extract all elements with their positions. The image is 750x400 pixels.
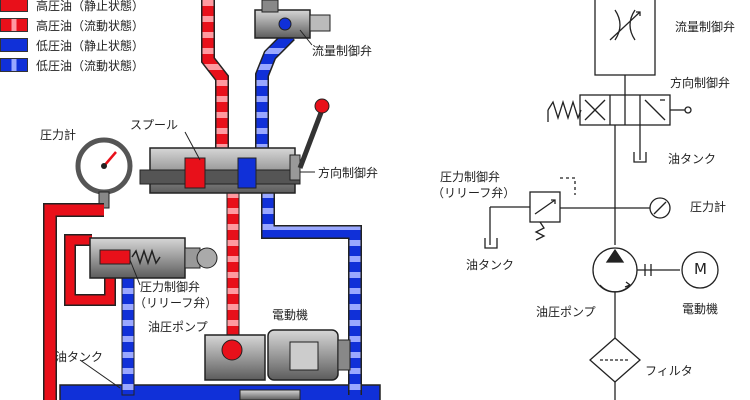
label-relief-valve-left-2: （リリーフ弁） — [134, 296, 218, 310]
hydraulic-pump-left — [204, 334, 266, 381]
hydraulic-schematic-right — [484, 0, 719, 400]
legend-item-high-flow: 高圧油（流動状態） — [0, 15, 182, 35]
high-pressure-pipe-flow — [201, 0, 240, 366]
direction-control-valve-left — [139, 98, 330, 194]
label-pressure-gauge-left: 圧力計 — [40, 128, 77, 142]
legend-swatch — [0, 18, 28, 32]
relief-valve-left — [89, 237, 218, 279]
legend-label: 低圧油（静止状態） — [36, 38, 145, 53]
label-tank-right: 油タンク — [466, 258, 515, 272]
label-direction-valve-right: 方向制御弁 — [670, 76, 731, 90]
legend-swatch — [0, 58, 28, 72]
pressure-gauge-left — [75, 137, 133, 209]
low-pressure-pipe-flow — [121, 30, 362, 396]
legend-item-low-static: 低圧油（静止状態） — [0, 35, 182, 55]
legend-label: 高圧油（流動状態） — [36, 18, 145, 33]
label-filter-right: フィルタ — [645, 364, 693, 378]
label-direction-valve-left: 方向制御弁 — [318, 166, 379, 180]
flow-control-valve-left — [254, 0, 331, 39]
high-pressure-pipe-static — [43, 203, 116, 400]
label-flow-valve-left: 流量制御弁 — [312, 44, 373, 58]
label-tank-top-right: 油タンク — [668, 152, 717, 166]
electric-motor-left — [267, 329, 351, 381]
label-pump-right: 油圧ポンプ — [536, 305, 596, 319]
label-pressure-gauge-right: 圧力計 — [690, 200, 727, 214]
label-motor-left: 電動機 — [272, 308, 309, 322]
label-motor-right: 電動機 — [682, 302, 719, 316]
label-relief-valve-right-1: 圧力制御弁 — [440, 170, 501, 184]
leader-lines-left — [79, 29, 315, 389]
label-spool: スプール — [130, 118, 179, 132]
label-pump-left: 油圧ポンプ — [148, 320, 208, 334]
label-relief-valve-right-2: （リリーフ弁） — [432, 186, 516, 200]
legend-label: 高圧油（静止状態） — [36, 0, 145, 13]
label-tank-left: 油タンク — [55, 350, 104, 364]
legend-swatch — [0, 0, 28, 12]
legend-swatch — [0, 38, 28, 52]
oil-tank-body — [59, 384, 381, 400]
label-flow-valve-right: 流量制御弁 — [675, 20, 736, 34]
legend-item-low-flow: 低圧油（流動状態） — [0, 55, 182, 75]
motor-symbol-letter: M — [694, 260, 707, 278]
legend-label: 低圧油（流動状態） — [36, 58, 145, 73]
legend-item-high-static: 高圧油（静止状態） — [0, 0, 182, 15]
label-relief-valve-left-1: 圧力制御弁 — [140, 280, 201, 294]
legend: 高圧油（静止状態） 高圧油（流動状態） 低圧油（静止状態） 低圧油（流動状態） — [0, 0, 182, 75]
